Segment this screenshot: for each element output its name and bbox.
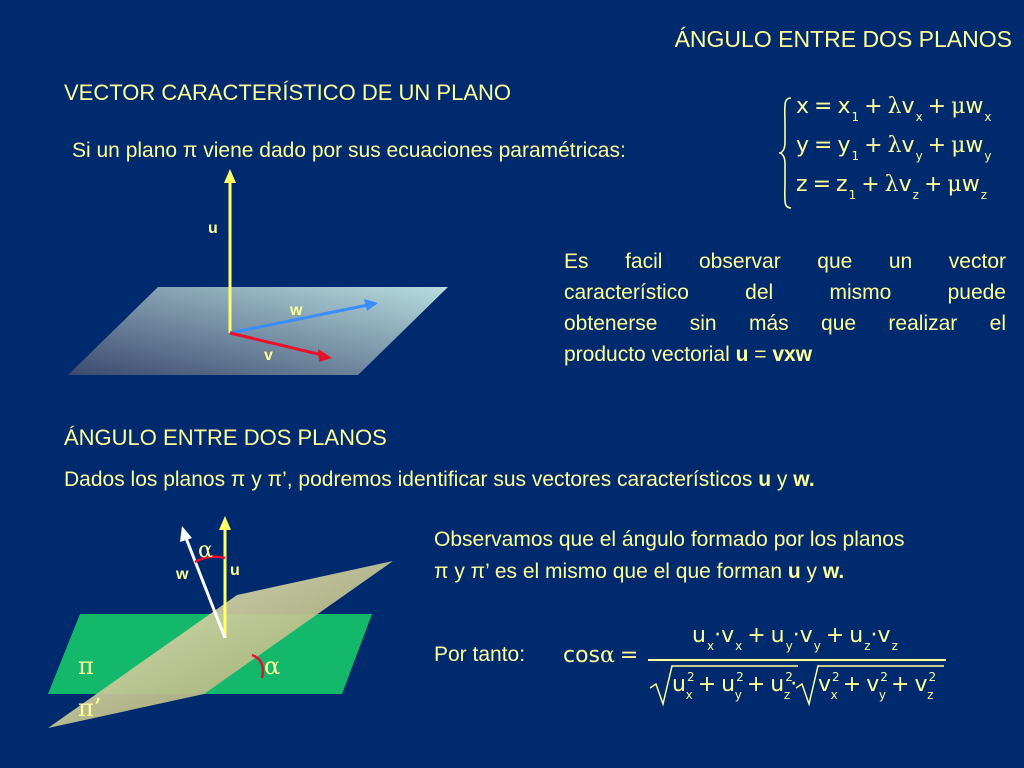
sqrt-icon [649,665,798,707]
arrowhead-icon [224,169,236,183]
vector-w-arrow [229,303,369,335]
formula-numerator: ux·vx+uy·vy+uz·vz [692,623,898,653]
equation-row: z=z1+λvz+μwz [796,172,987,202]
section1-heading: VECTOR CARACTERÍSTICO DE UN PLANO [64,80,511,105]
arrowhead-icon [219,516,231,530]
paragraph-line: producto vectorial u = vxw [564,343,813,366]
label-u: u [208,220,218,237]
label-u2: u [230,562,240,579]
formula-denominator-u: u2x+u2y+u2z· [672,670,798,702]
section1-intro: Si un plano π viene dado por sus ecuacio… [72,139,626,162]
formula-denominator-v: v2x+v2y+v2z [818,670,937,702]
left-brace-icon [778,97,792,209]
label-alpha-bottom: α [264,652,281,680]
arrowhead-icon [180,526,192,542]
equation-row: y=y1+λvy+μwy [796,133,992,163]
paragraph-line: Es facil observar que un vector [564,250,1006,273]
sqrt-icon [795,665,944,707]
angle-arc-top [194,555,226,564]
equation-row: x=x1+λvx+μwx [796,94,992,124]
label-w2: w [176,566,189,583]
vector-w-arrow [184,537,227,639]
label-pi: π [78,652,94,680]
paragraph-line: característico del mismo puede [564,281,1006,304]
plane-pi-prime [48,561,393,728]
two-planes-diagram [48,516,393,728]
observation-text: Observamos que el ángulo formado por los… [434,524,904,588]
vector-v-arrow [229,331,323,357]
angle-arc-bottom [251,653,265,679]
por-tanto-label: Por tanto: [434,643,526,666]
label-pi-prime: π’ [78,694,102,722]
paragraph-line: obtenerse sin más que realizar el [564,312,1006,335]
label-alpha-top: α [198,538,213,563]
arrowhead-icon [318,349,332,362]
section2-intro: Dados los planos π y π’, podremos identi… [64,468,815,491]
label-w: w [290,302,303,319]
label-v: v [264,347,273,364]
observation-line: π y π’ es el mismo que el que forman u y… [434,560,845,583]
radical-signs [649,665,944,707]
arrowhead-icon [364,299,378,311]
section1-paragraph: Es facil observar que un vector caracter… [564,246,1006,370]
plane-vectors-diagram [68,169,448,375]
cos-alpha: cosα= [563,643,639,668]
page-title: ÁNGULO ENTRE DOS PLANOS [674,26,1012,52]
section2-heading: ÁNGULO ENTRE DOS PLANOS [64,425,387,450]
plane-shape [68,287,448,375]
fraction-bar [648,659,946,661]
parametric-equations: x=x1+λvx+μwx y=y1+λvy+μwy z=z1+λvz+μwz [778,94,1008,212]
observation-line: Observamos que el ángulo formado por los… [434,528,905,551]
